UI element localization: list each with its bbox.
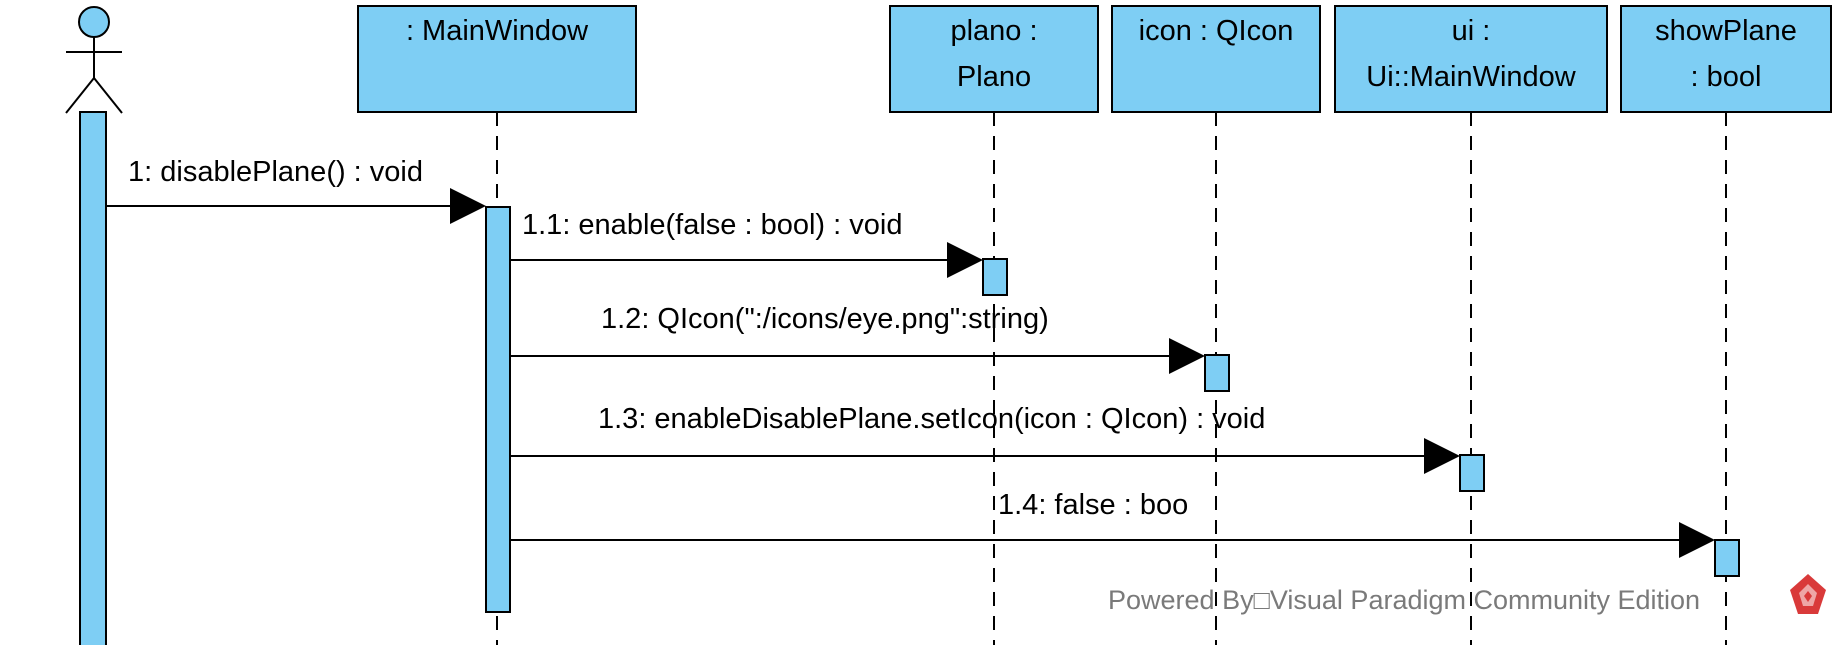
message-1-2[interactable]: 1.2: QIcon(":/icons/eye.png":string): [510, 303, 1205, 374]
message-1-4-arrowhead: [1679, 522, 1715, 558]
message-1[interactable]: 1: disablePlane() : void: [106, 156, 486, 224]
message-1-3-arrowhead: [1424, 438, 1460, 474]
message-1-1-arrowhead: [947, 242, 983, 278]
lifeline-label-ui-line1: ui :: [1452, 15, 1491, 47]
activation-bar-icon[interactable]: [1204, 354, 1230, 392]
lifeline-label-showplane-line2: : bool: [1691, 61, 1762, 93]
lifeline-label-ui-line2: Ui::MainWindow: [1366, 61, 1577, 93]
message-1-4-label: 1.4: false : boo: [998, 489, 1188, 521]
message-1-3-label: 1.3: enableDisablePlane.setIcon(icon : Q…: [598, 403, 1265, 435]
actor-head: [78, 6, 110, 38]
message-1-1-label: 1.1: enable(false : bool) : void: [522, 209, 902, 241]
message-1-4[interactable]: 1.4: false : boo: [510, 489, 1715, 558]
lifeline-label-icon: icon : QIcon: [1139, 15, 1294, 47]
activation-bar-mainwindow[interactable]: [485, 206, 511, 613]
actor-figure[interactable]: [65, 6, 123, 114]
lifeline-header-icon[interactable]: [1111, 5, 1321, 113]
activation-bar-plano[interactable]: [982, 258, 1008, 296]
lifeline-label-plano-line2: Plano: [957, 61, 1031, 93]
activation-bar-actor[interactable]: [79, 111, 107, 645]
lifeline-label-mainwindow: : MainWindow: [406, 15, 589, 47]
message-1-1[interactable]: 1.1: enable(false : bool) : void: [510, 209, 983, 278]
visual-paradigm-logo-icon: [1790, 574, 1826, 614]
lifeline-header-plano[interactable]: [889, 5, 1099, 113]
message-1-3[interactable]: 1.3: enableDisablePlane.setIcon(icon : Q…: [510, 403, 1460, 474]
message-1-arrowhead: [450, 188, 486, 224]
message-1-2-arrowhead: [1169, 338, 1205, 374]
message-1-2-label: 1.2: QIcon(":/icons/eye.png":string): [601, 303, 1049, 335]
lifeline-header-showplane[interactable]: [1620, 5, 1832, 113]
activation-bar-showplane[interactable]: [1714, 539, 1740, 577]
actor-left-leg: [65, 77, 95, 114]
lifeline-label-plano-line1: plano :: [950, 15, 1037, 47]
actor-right-leg: [93, 77, 123, 114]
activation-bar-ui[interactable]: [1459, 454, 1485, 492]
message-1-label: 1: disablePlane() : void: [128, 156, 423, 188]
watermark-text: Powered By□Visual Paradigm Community Edi…: [1108, 585, 1700, 615]
lifeline-header-mainwindow[interactable]: [357, 5, 637, 113]
lifeline-label-showplane-line1: showPlane: [1655, 15, 1797, 47]
lifeline-header-ui[interactable]: [1334, 5, 1608, 113]
